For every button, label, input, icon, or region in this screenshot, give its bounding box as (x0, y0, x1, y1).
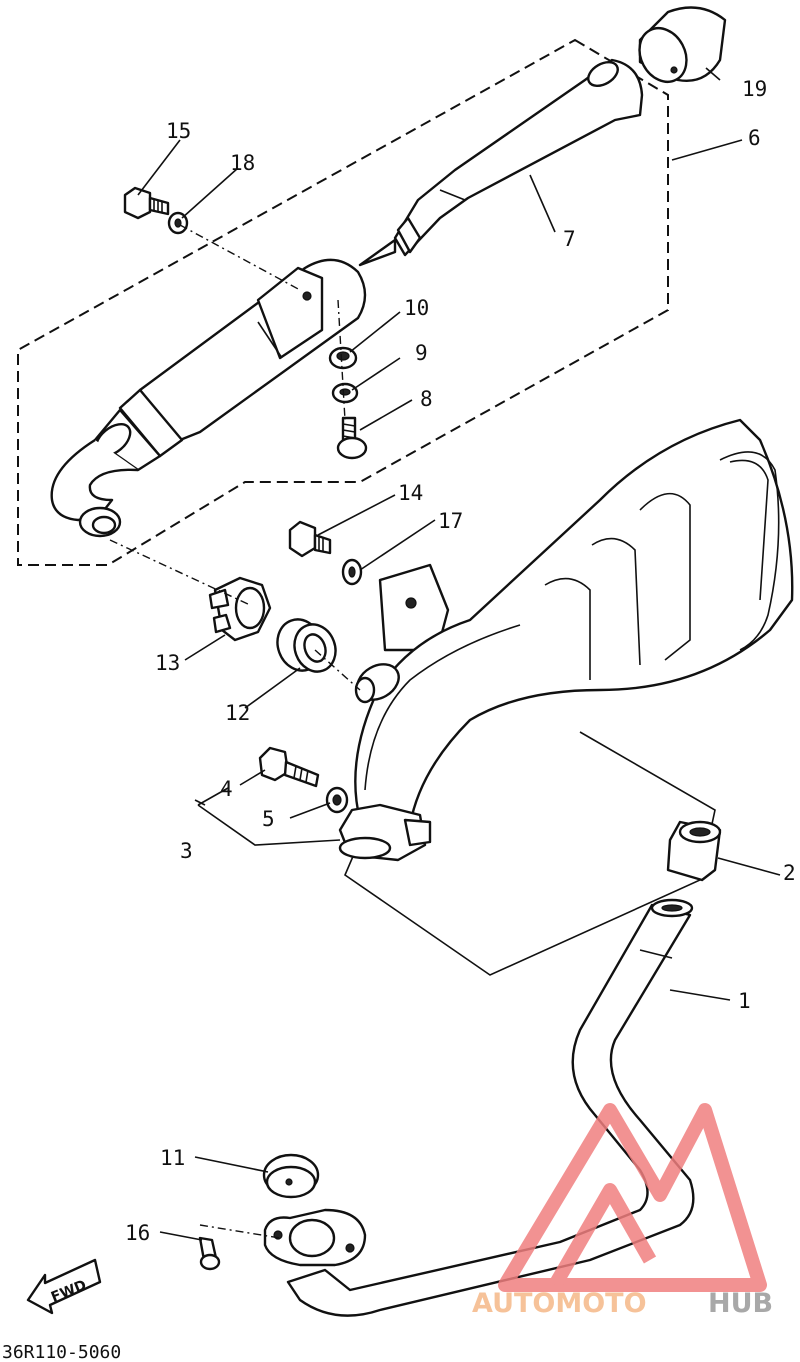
axis-line-13 (109, 539, 251, 606)
diagram-code: 36R110-5060 (2, 1342, 121, 1362)
callout-13: 13 (155, 651, 180, 675)
callout-18: 18 (230, 151, 255, 175)
callout-3: 3 (180, 839, 193, 863)
bolt-15 (123, 186, 170, 220)
callout-8: 8 (420, 387, 433, 411)
stud-16 (198, 1236, 221, 1271)
callout-11: 11 (160, 1146, 185, 1170)
callout-4: 4 (220, 777, 233, 801)
callout-6: 6 (748, 126, 761, 150)
callout-10: 10 (404, 296, 429, 320)
assembly-outline-6 (17, 38, 669, 566)
callout-9: 9 (415, 341, 428, 365)
callout-1: 1 (738, 989, 751, 1013)
callout-17: 17 (438, 509, 463, 533)
gasket-12 (276, 618, 337, 673)
watermark-text-2: HUB (708, 1288, 773, 1319)
end-cap-19 (638, 6, 727, 83)
callout-19: 19 (742, 77, 767, 101)
gasket-11 (262, 1153, 320, 1199)
fwd-arrow: FWD (26, 1258, 102, 1315)
clamp-13 (208, 576, 272, 642)
axis-line-8 (337, 299, 346, 421)
callout-16: 16 (125, 1221, 150, 1245)
inner-pipe-7 (358, 58, 644, 267)
expansion-chamber (338, 418, 794, 862)
joint-2 (666, 820, 722, 882)
leader-lines (137, 67, 781, 1241)
watermark: AUTOMOTO HUB (472, 1103, 773, 1319)
callout-numbers: 15 18 19 6 7 10 9 8 14 17 13 12 4 5 3 2 … (125, 77, 796, 1245)
axis-line-18 (179, 224, 301, 291)
bolt-4 (258, 746, 320, 788)
axis-line-12 (314, 649, 361, 691)
callout-14: 14 (398, 481, 423, 505)
callout-5: 5 (262, 807, 275, 831)
washer-9 (331, 382, 359, 404)
muffler-body (50, 258, 367, 538)
callout-7: 7 (563, 227, 576, 251)
assembly-outline-2 (344, 731, 716, 976)
washer-5 (325, 786, 349, 814)
callout-12: 12 (225, 701, 250, 725)
flange (263, 1208, 367, 1267)
grommet-10 (328, 346, 358, 370)
axis-line-16 (199, 1224, 281, 1239)
washer-17 (341, 558, 363, 586)
callout-2: 2 (783, 861, 796, 885)
watermark-text-1: AUTOMOTO (472, 1288, 647, 1319)
bolt-8 (336, 416, 368, 460)
watermark-logo-icon (498, 1103, 767, 1292)
callout-15: 15 (166, 119, 191, 143)
bolt-14 (288, 520, 332, 558)
